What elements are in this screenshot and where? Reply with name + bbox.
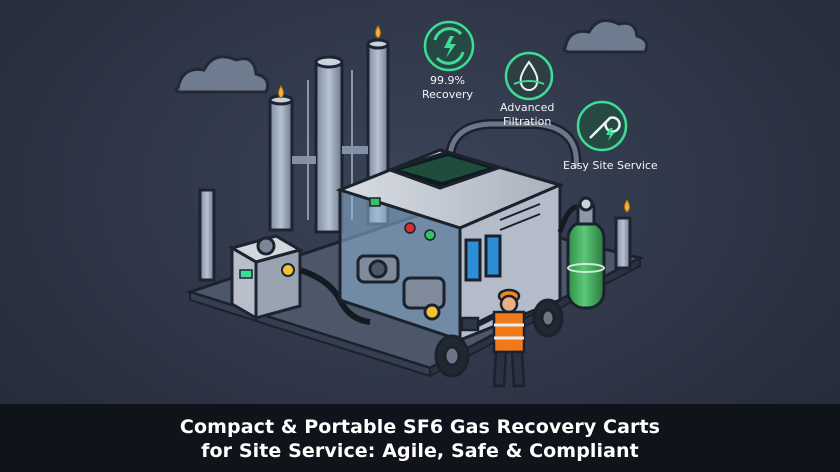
feature-recovery-label: 99.9% Recovery <box>422 74 473 102</box>
cloud-left <box>173 55 270 94</box>
recovery-cart <box>335 119 582 378</box>
cloud-right <box>562 18 649 54</box>
feature-filtration-line2: Filtration <box>503 114 552 128</box>
control-unit <box>228 234 304 321</box>
feature-recovery-value: 99.9% <box>430 74 465 87</box>
feature-filtration-label: Advanced Filtration <box>500 101 554 129</box>
wrench-lightning-icon <box>576 100 628 152</box>
water-drop-filter-icon <box>504 51 554 101</box>
caption-bar: Compact & Portable SF6 Gas Recovery Cart… <box>0 404 840 472</box>
flame-icons <box>278 25 630 213</box>
feature-site-service-text: Easy Site Service <box>563 159 658 172</box>
recycle-lightning-icon <box>423 20 475 72</box>
service-technician <box>460 288 526 388</box>
sf6-cart-scene <box>173 18 649 388</box>
caption-line-2: for Site Service: Agile, Safe & Complian… <box>201 440 639 462</box>
feature-site-service-label: Easy Site Service <box>563 159 658 173</box>
feature-recovery-text: Recovery <box>422 87 474 101</box>
caption-line-1: Compact & Portable SF6 Gas Recovery Cart… <box>179 416 661 438</box>
sf6-gas-cylinder <box>566 196 606 310</box>
feature-filtration-line1: Advanced <box>500 101 555 114</box>
